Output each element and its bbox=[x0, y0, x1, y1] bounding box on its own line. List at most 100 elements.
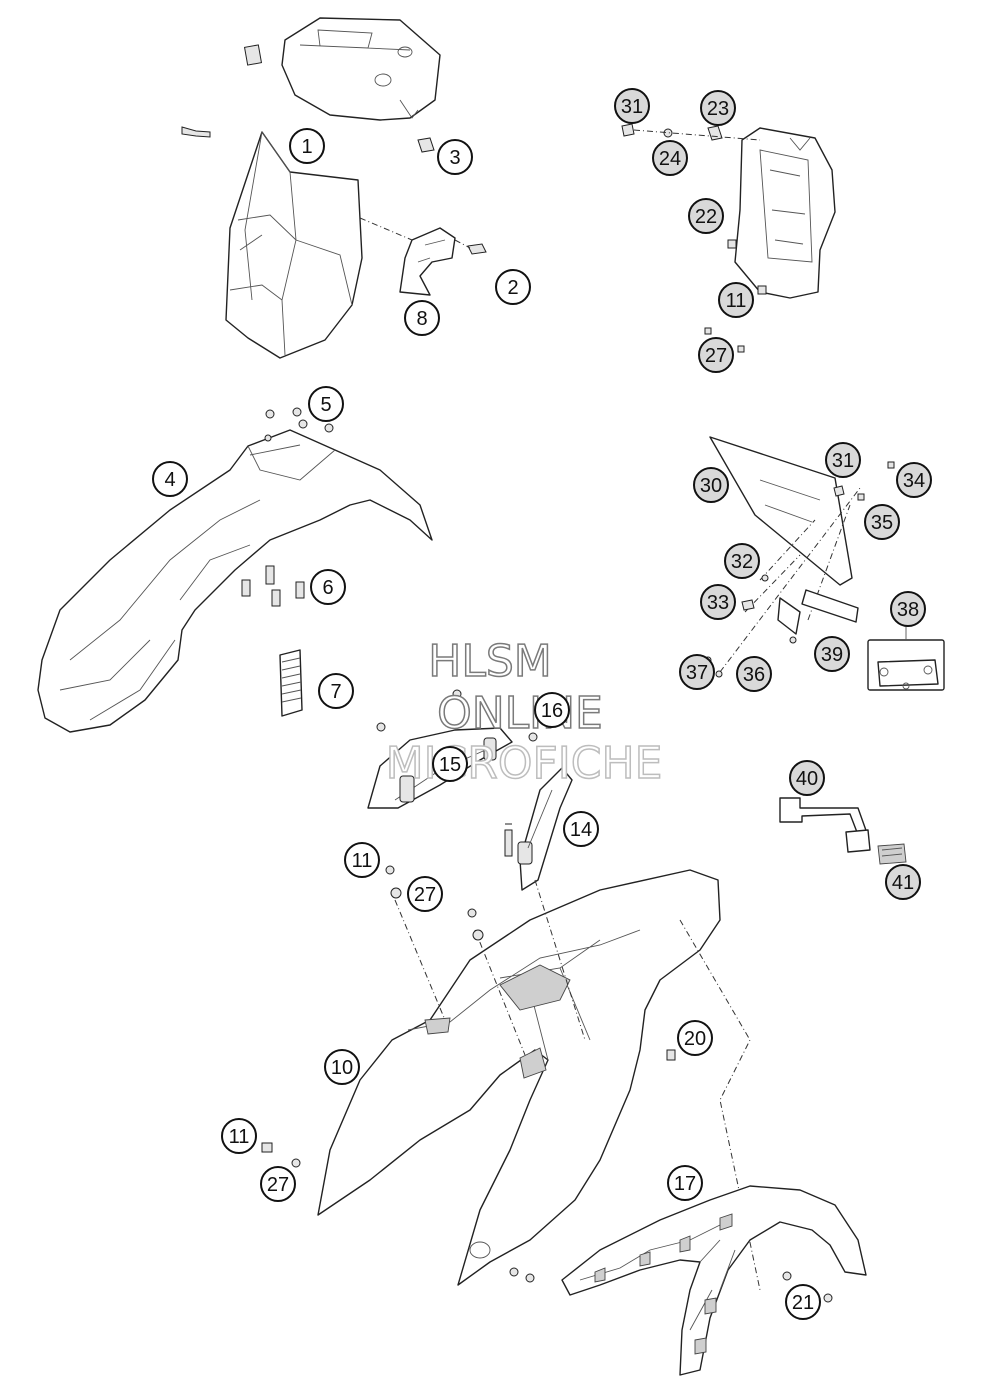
callout-circle bbox=[221, 1118, 257, 1154]
callout-circle bbox=[667, 1165, 703, 1201]
callout-label: 41 bbox=[892, 872, 914, 894]
callout-circle bbox=[789, 760, 825, 796]
license-plate-holder-part bbox=[704, 436, 945, 691]
callout-circle bbox=[677, 1020, 713, 1056]
callout-circle bbox=[698, 337, 734, 373]
callout-33: 33 bbox=[700, 584, 736, 620]
callout-circle bbox=[814, 636, 850, 672]
callout-circle bbox=[724, 543, 760, 579]
callout-circle bbox=[308, 386, 344, 422]
callout-14: 14 bbox=[563, 811, 599, 847]
callout-label: 39 bbox=[821, 644, 843, 666]
callout-38: 38 bbox=[890, 591, 926, 627]
callout-circle bbox=[688, 198, 724, 234]
callout-circle bbox=[318, 673, 354, 709]
callout-label: 14 bbox=[570, 819, 592, 841]
callout-label: 31 bbox=[621, 96, 643, 118]
callout-6: 6 bbox=[310, 569, 346, 605]
callout-22: 22 bbox=[688, 198, 724, 234]
callout-label: 38 bbox=[897, 599, 919, 621]
callout-circle bbox=[896, 462, 932, 498]
callout-label: 40 bbox=[796, 768, 818, 790]
callout-circle bbox=[679, 654, 715, 690]
callout-label: 16 bbox=[541, 700, 563, 722]
callout-label: 34 bbox=[903, 470, 925, 492]
callout-39: 39 bbox=[814, 636, 850, 672]
callout-circle bbox=[495, 269, 531, 305]
callout-label: 5 bbox=[320, 394, 331, 416]
watermark-line-2: ONLINE bbox=[437, 688, 603, 739]
callout-label: 22 bbox=[695, 206, 717, 228]
callout-circle bbox=[534, 692, 570, 728]
callout-34: 34 bbox=[896, 462, 932, 498]
callout-label: 6 bbox=[322, 577, 333, 599]
callout-circle bbox=[785, 1284, 821, 1320]
callout-label: 15 bbox=[439, 754, 461, 776]
callout-8: 8 bbox=[404, 300, 440, 336]
callout-circle bbox=[693, 467, 729, 503]
callout-11: 11 bbox=[718, 282, 754, 318]
callout-label: 20 bbox=[684, 1028, 706, 1050]
callout-3: 3 bbox=[437, 139, 473, 175]
callout-circle bbox=[407, 876, 443, 912]
callout-11: 11 bbox=[221, 1118, 257, 1154]
callout-27: 27 bbox=[407, 876, 443, 912]
callout-label: 1 bbox=[301, 136, 312, 158]
rear-fender-part bbox=[261, 865, 761, 1291]
callout-32: 32 bbox=[724, 543, 760, 579]
callout-36: 36 bbox=[736, 656, 772, 692]
callout-31: 31 bbox=[825, 442, 861, 478]
callout-circle bbox=[324, 1049, 360, 1085]
callout-circle bbox=[404, 300, 440, 336]
callout-label: 17 bbox=[674, 1173, 696, 1195]
callout-label: 7 bbox=[330, 681, 341, 703]
callout-27: 27 bbox=[698, 337, 734, 373]
watermark-line-1: HLSM bbox=[428, 636, 552, 687]
callout-label: 33 bbox=[707, 592, 729, 614]
callout-circle bbox=[700, 90, 736, 126]
callout-circle bbox=[614, 88, 650, 124]
callout-15: 15 bbox=[432, 746, 468, 782]
callout-21: 21 bbox=[785, 1284, 821, 1320]
callout-circle bbox=[152, 461, 188, 497]
callout-label: 30 bbox=[700, 475, 722, 497]
callout-label: 23 bbox=[707, 98, 729, 120]
callout-label: 24 bbox=[659, 148, 681, 170]
callout-label: 32 bbox=[731, 551, 753, 573]
callout-circle bbox=[736, 656, 772, 692]
callout-circle bbox=[825, 442, 861, 478]
callout-31: 31 bbox=[614, 88, 650, 124]
callout-23: 23 bbox=[700, 90, 736, 126]
callout-11: 11 bbox=[344, 842, 380, 878]
callout-2: 2 bbox=[495, 269, 531, 305]
callout-circle bbox=[718, 282, 754, 318]
callout-label: 11 bbox=[726, 290, 747, 312]
callout-label: 10 bbox=[331, 1057, 353, 1079]
rear-subframe-part bbox=[561, 1185, 867, 1376]
callout-circle bbox=[344, 842, 380, 878]
callout-label: 4 bbox=[164, 469, 175, 491]
callout-label: 11 bbox=[352, 850, 373, 872]
callout-17: 17 bbox=[667, 1165, 703, 1201]
callout-circle bbox=[885, 864, 921, 900]
callout-label: 11 bbox=[229, 1126, 250, 1148]
callout-label: 3 bbox=[449, 147, 460, 169]
callout-circle bbox=[864, 504, 900, 540]
callout-circle bbox=[432, 746, 468, 782]
front-fender-part bbox=[37, 407, 433, 733]
callout-27: 27 bbox=[260, 1166, 296, 1202]
callout-label: 31 bbox=[832, 450, 854, 472]
callout-label: 21 bbox=[792, 1292, 814, 1314]
callout-circle bbox=[890, 591, 926, 627]
watermark: HLSM ONLINE MICROFICHE bbox=[385, 635, 663, 790]
callout-1: 1 bbox=[289, 128, 325, 164]
callout-20: 20 bbox=[677, 1020, 713, 1056]
callout-circle bbox=[437, 139, 473, 175]
callout-circle bbox=[563, 811, 599, 847]
callout-circle bbox=[260, 1166, 296, 1202]
callout-4: 4 bbox=[152, 461, 188, 497]
callout-10: 10 bbox=[324, 1049, 360, 1085]
callout-41: 41 bbox=[885, 864, 921, 900]
